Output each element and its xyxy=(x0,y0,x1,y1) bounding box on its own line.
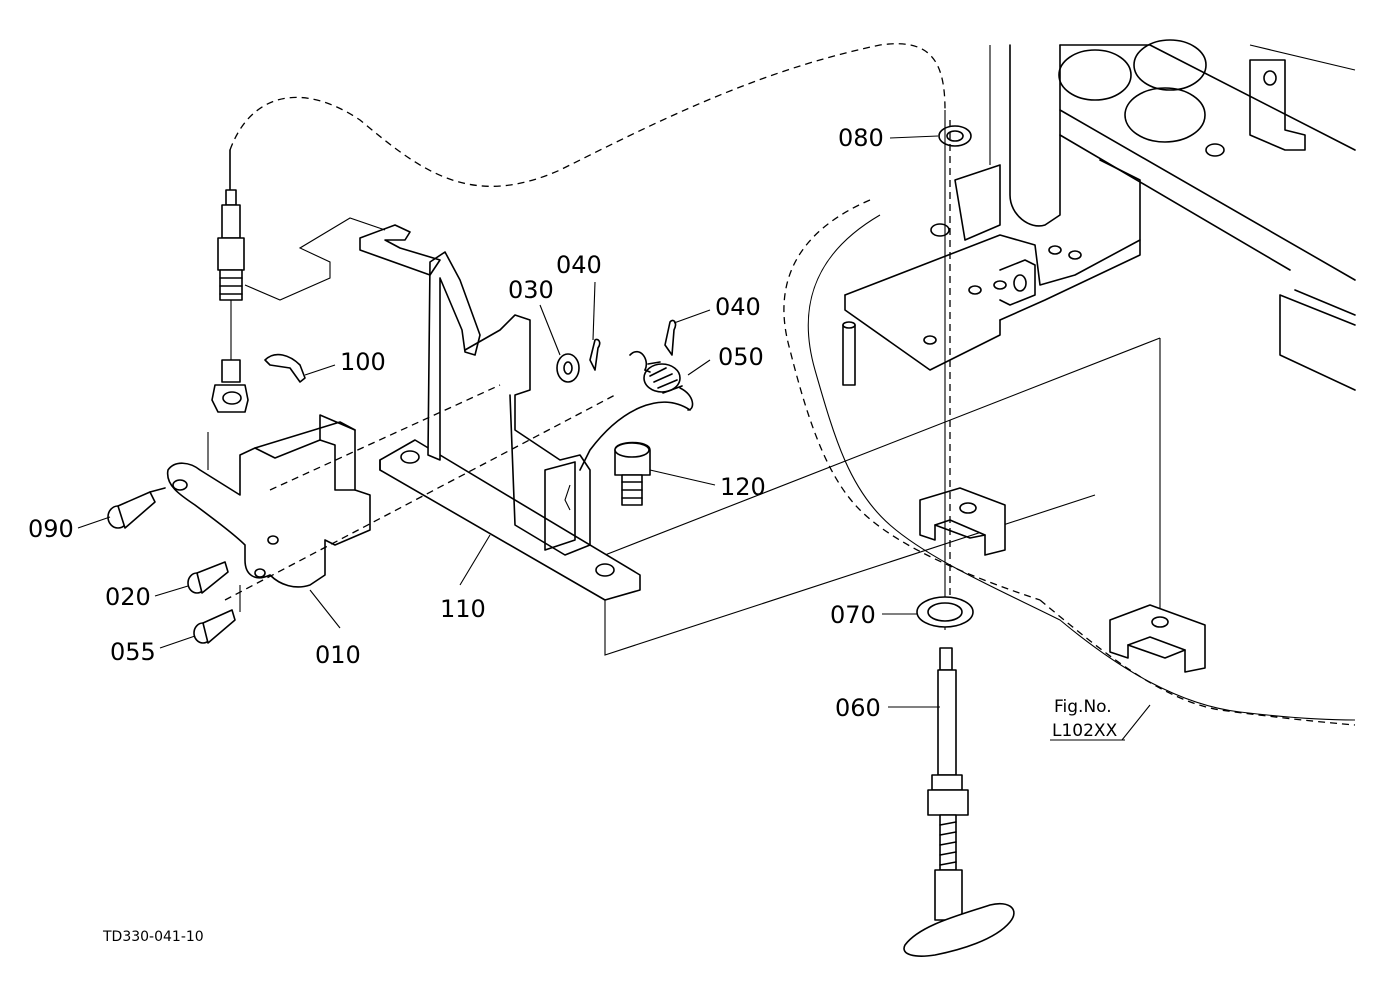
callout-040-upper: 040 xyxy=(556,251,602,279)
callout-060: 060 xyxy=(835,694,881,722)
callout-100: 100 xyxy=(340,348,386,376)
figure-code: TD330-041-10 xyxy=(102,929,204,945)
clevis-pin-090 xyxy=(107,487,166,529)
fig-ref-number: L102XX xyxy=(1052,721,1118,741)
snap-ring-080 xyxy=(938,125,972,147)
washer-030 xyxy=(556,353,580,383)
stop-knob-060 xyxy=(903,647,1015,957)
callout-010: 010 xyxy=(315,641,361,669)
callout-110: 110 xyxy=(440,595,486,623)
cable-clip-a xyxy=(919,487,1006,556)
callout-070: 070 xyxy=(830,601,876,629)
fig-ref-label: Fig.No. xyxy=(1054,697,1112,717)
cable-end xyxy=(211,189,249,413)
washer-070 xyxy=(916,596,974,628)
callout-120: 120 xyxy=(720,473,766,501)
hair-pin-040a xyxy=(589,338,601,371)
callout-050: 050 xyxy=(718,343,764,371)
callout-080: 080 xyxy=(838,124,884,152)
pin-020 xyxy=(187,561,229,594)
bracket-outline xyxy=(244,217,386,301)
throttle-cable xyxy=(229,110,951,630)
spring-050 xyxy=(579,350,694,471)
frame-outline xyxy=(229,39,1356,726)
callout-030: 030 xyxy=(508,276,554,304)
assembly-axis xyxy=(224,394,616,601)
callout-020: 020 xyxy=(105,583,151,611)
hair-pin-040b xyxy=(664,319,677,356)
callout-055: 055 xyxy=(110,638,156,666)
plug-120 xyxy=(614,441,651,506)
callout-040-lower: 040 xyxy=(715,293,761,321)
pin-055 xyxy=(193,585,241,644)
leader-lines xyxy=(77,135,1151,741)
assembly-axis-2 xyxy=(269,384,501,491)
hair-pin-100 xyxy=(264,353,306,383)
lever-010 xyxy=(166,414,371,588)
bracket-110 xyxy=(359,224,641,601)
cable-clip-b xyxy=(1109,604,1206,673)
mounting-plate xyxy=(604,159,1161,656)
callout-090: 090 xyxy=(28,515,74,543)
